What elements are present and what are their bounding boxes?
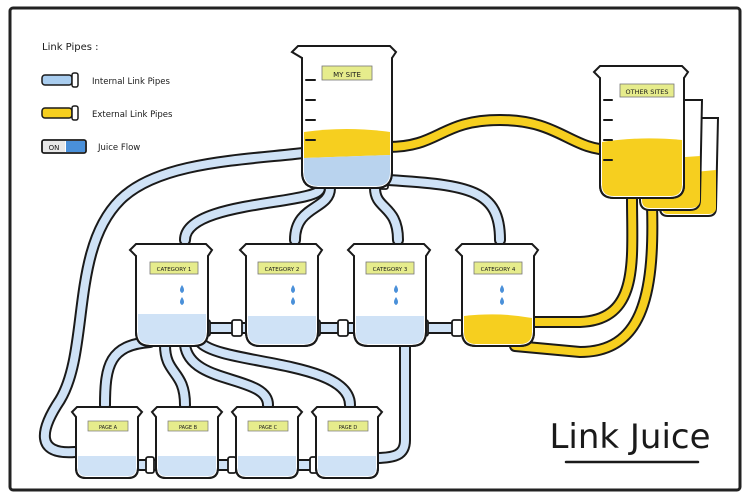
drop-icon bbox=[394, 297, 398, 305]
other-sites-label: OTHER SITES bbox=[626, 88, 669, 96]
page-d-label: PAGE D bbox=[339, 425, 358, 431]
other-sites-tape bbox=[619, 83, 675, 98]
page-c-label: PAGE C bbox=[259, 425, 278, 431]
legend-title: Link Pipes : bbox=[42, 42, 99, 53]
beaker-my-site: MY SITE bbox=[290, 45, 398, 189]
drop-icon bbox=[500, 297, 504, 305]
drop-icon bbox=[291, 297, 295, 305]
beaker-page-a: PAGE A bbox=[70, 406, 144, 479]
drop-icon bbox=[500, 285, 504, 293]
drop-icon bbox=[291, 285, 295, 293]
beaker-category-2: CATEGORY 2 bbox=[238, 243, 324, 347]
category-1-label: CATEGORY 1 bbox=[157, 267, 192, 273]
page-b-label: PAGE B bbox=[179, 425, 198, 431]
beaker-category-3: CATEGORY 3 bbox=[346, 243, 432, 347]
my-site-tape bbox=[321, 65, 373, 81]
legend-external: External Link Pipes bbox=[41, 105, 173, 121]
legend-internal: Internal Link Pipes bbox=[41, 72, 170, 88]
legend-external-label: External Link Pipes bbox=[92, 110, 173, 120]
internal-pipe-swatch bbox=[41, 74, 73, 86]
category-2-label: CATEGORY 2 bbox=[265, 267, 300, 273]
beaker-category-4: CATEGORY 4 bbox=[454, 243, 540, 347]
page-a-label: PAGE A bbox=[99, 425, 118, 431]
legend-internal-label: Internal Link Pipes bbox=[92, 77, 170, 87]
category-3-label: CATEGORY 3 bbox=[373, 267, 408, 273]
internal-pipe-cat3-paged bbox=[369, 339, 411, 464]
legend-flow-label: Juice Flow bbox=[97, 143, 140, 153]
drop-icon bbox=[180, 285, 184, 293]
legend-flow: ON Juice Flow bbox=[41, 139, 140, 154]
external-pipe-mysite-othersites-fill bbox=[384, 115, 616, 154]
pipes bbox=[38, 113, 659, 471]
frame bbox=[8, 6, 742, 492]
internal-pipe-cat1-pagea bbox=[99, 336, 156, 411]
flow-toggle-label: ON bbox=[49, 144, 60, 152]
category-4-label: CATEGORY 4 bbox=[481, 267, 516, 273]
beaker-other-sites: OTHER SITES bbox=[592, 65, 690, 199]
beaker-page-c: PAGE C bbox=[230, 406, 304, 479]
beaker-page-d: PAGE D bbox=[310, 406, 384, 479]
title-block: Link Juice bbox=[549, 417, 711, 464]
legend: Link Pipes : Internal Link Pipes Externa… bbox=[41, 42, 173, 154]
diagram-title: Link Juice bbox=[549, 417, 710, 457]
external-pipe-swatch bbox=[41, 107, 73, 119]
drop-icon bbox=[180, 297, 184, 305]
drop-icon bbox=[394, 285, 398, 293]
beaker-page-b: PAGE B bbox=[150, 406, 224, 479]
flow-toggle-on-fill bbox=[66, 141, 85, 152]
my-site-label: MY SITE bbox=[333, 71, 361, 79]
beaker-category-1: CATEGORY 1 bbox=[128, 243, 214, 347]
